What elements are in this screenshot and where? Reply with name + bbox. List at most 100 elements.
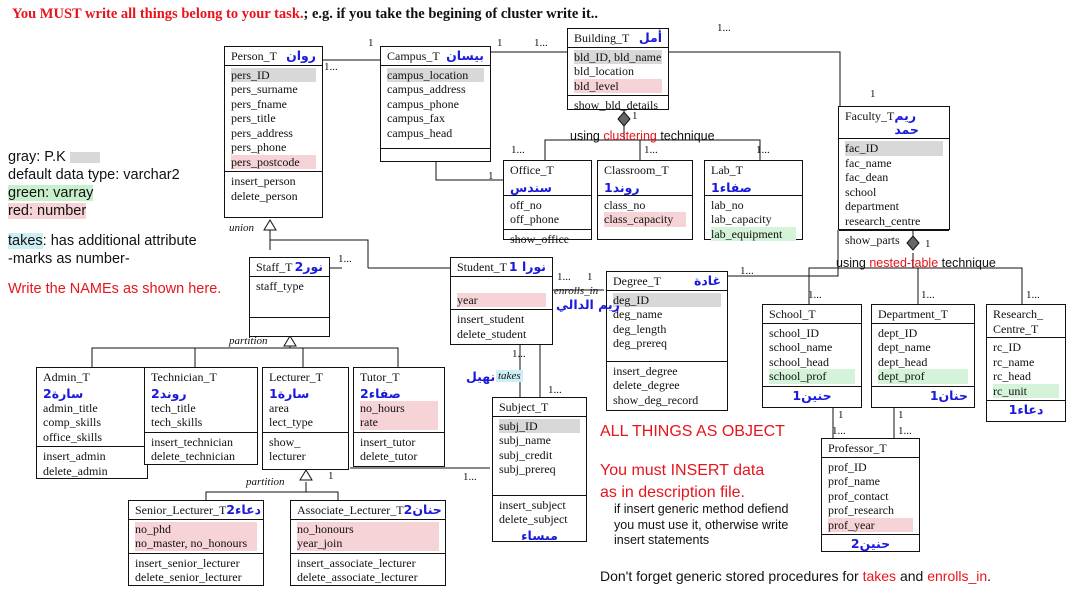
takes-assignee: نهيل bbox=[466, 369, 496, 384]
lab-class: Lab_T صفاء1 lab_no lab_capacity lab_equi… bbox=[704, 160, 803, 241]
attr: prof_research bbox=[828, 503, 894, 517]
class-title: Admin_T bbox=[43, 370, 90, 384]
mult: 1 bbox=[632, 110, 638, 122]
admin-class: Admin_T سارة2 admin_title comp_skills of… bbox=[36, 367, 148, 479]
method: insert_student bbox=[457, 312, 525, 326]
legend-write-names: Write the NAMEs as shown here. bbox=[8, 281, 222, 297]
attr: pers_surname bbox=[231, 82, 298, 96]
attr-number: pers_postcode bbox=[231, 154, 316, 169]
legend-gray: gray: P.K bbox=[8, 148, 221, 166]
legend-marks: -marks as number- bbox=[8, 251, 130, 267]
mult: 1 bbox=[898, 409, 904, 421]
method: insert_subject bbox=[499, 497, 566, 512]
attr-pk: campus_location bbox=[387, 67, 484, 82]
assignee-name: روند1 bbox=[604, 179, 640, 195]
assignee-name: روان bbox=[286, 48, 316, 63]
attr: comp_skills bbox=[43, 415, 102, 429]
attr-number: rate bbox=[360, 415, 438, 430]
method: delete_admin bbox=[43, 463, 108, 478]
mult: 1... bbox=[921, 289, 935, 301]
attr: dept_name bbox=[878, 340, 931, 354]
school-class: School_T school_ID school_name school_he… bbox=[762, 304, 862, 408]
attr: bld_location bbox=[574, 64, 634, 78]
mult: 1... bbox=[756, 144, 770, 156]
assignee-name: روند2 bbox=[151, 385, 187, 401]
attr: rc_name bbox=[993, 354, 1035, 369]
attr: fac_name bbox=[845, 155, 892, 170]
mult: 1... bbox=[534, 37, 548, 49]
attr-number: year bbox=[457, 292, 546, 307]
method: delete_person bbox=[231, 188, 298, 203]
mult: 1... bbox=[808, 289, 822, 301]
attr: campus_fax bbox=[387, 111, 445, 125]
method: show_parts bbox=[845, 233, 900, 247]
class-title: School_T bbox=[769, 307, 816, 321]
attr-varray: rc_unit bbox=[993, 383, 1059, 398]
attr: pers_fname bbox=[231, 96, 287, 111]
mult: 1 bbox=[870, 88, 876, 100]
attr: school bbox=[845, 184, 877, 199]
method: insert_person bbox=[231, 174, 296, 188]
assignee-name: بيسان bbox=[446, 48, 484, 63]
attr: department bbox=[845, 199, 899, 213]
takes-label: takes bbox=[496, 370, 523, 382]
method: delete_tutor bbox=[360, 449, 418, 463]
note-procedures: Don't forget generic stored procedures f… bbox=[600, 568, 992, 584]
attr-number: no_hours bbox=[360, 400, 438, 415]
method: delete_associate_lecturer bbox=[297, 570, 418, 584]
attr: subj_name bbox=[499, 433, 551, 447]
attr: pers_phone bbox=[231, 140, 287, 154]
class-title: Associate_Lecturer_T bbox=[297, 503, 404, 517]
attr-number: no_honours bbox=[297, 521, 439, 536]
attr: lab_capacity bbox=[711, 212, 772, 226]
enrolls-in-assignee: ريم الدالي bbox=[556, 297, 620, 312]
attr: off_phone bbox=[510, 212, 560, 226]
method: insert_senior_lecturer bbox=[135, 555, 240, 570]
mult: 1... bbox=[1026, 289, 1040, 301]
attr: campus_phone bbox=[387, 96, 459, 111]
method: delete_senior_lecturer bbox=[135, 570, 242, 584]
mult: 1... bbox=[324, 61, 338, 73]
attr: rc_ID bbox=[993, 340, 1021, 354]
lecturer-class: Lecturer_T سارة1 area lect_type show_ le… bbox=[262, 367, 349, 470]
method: insert_associate_lecturer bbox=[297, 555, 416, 570]
attr: off_no bbox=[510, 197, 542, 212]
attr-pk: deg_ID bbox=[613, 292, 721, 307]
attr: school_head bbox=[769, 354, 829, 369]
method: insert_tutor bbox=[360, 434, 416, 449]
assignee-name: ريم حمد bbox=[894, 108, 919, 137]
professor-class: Professor_T prof_ID prof_name prof_conta… bbox=[821, 438, 920, 552]
class-title: Campus_T bbox=[387, 49, 440, 63]
mult: 1... bbox=[740, 265, 754, 277]
note-insert-data: You must INSERT data as in description f… bbox=[600, 462, 765, 501]
method: show_ bbox=[269, 434, 301, 449]
attr: office_skills bbox=[43, 429, 103, 444]
attr: dept_head bbox=[878, 354, 928, 369]
header-black: ; e.g. if you take the begining of clust… bbox=[303, 6, 599, 22]
attr-varray: school_prof bbox=[769, 369, 855, 384]
mult: 1... bbox=[557, 271, 571, 283]
method: show_deg_record bbox=[613, 392, 699, 407]
assignee-name: حنان1 bbox=[929, 387, 968, 403]
class-title: Research_ bbox=[993, 307, 1043, 321]
attr: area bbox=[269, 400, 289, 415]
legend-red: red: number bbox=[8, 203, 87, 219]
method: delete_degree bbox=[613, 378, 680, 392]
gray-swatch bbox=[69, 151, 100, 163]
cluster-technique-label: using clustering technique bbox=[570, 129, 715, 143]
attr: deg_name bbox=[613, 307, 663, 321]
mult: 1 bbox=[497, 37, 503, 49]
class-title: Office_T bbox=[510, 163, 554, 177]
attr-varray: dept_prof bbox=[878, 369, 968, 384]
union-label: union bbox=[229, 222, 255, 234]
department-class: Department_T dept_ID dept_name dept_head… bbox=[871, 304, 975, 408]
class-title: Degree_T bbox=[613, 274, 661, 288]
partition-label-staff: partition bbox=[229, 335, 268, 347]
enrolls-in-label: enrolls_in bbox=[554, 285, 599, 297]
